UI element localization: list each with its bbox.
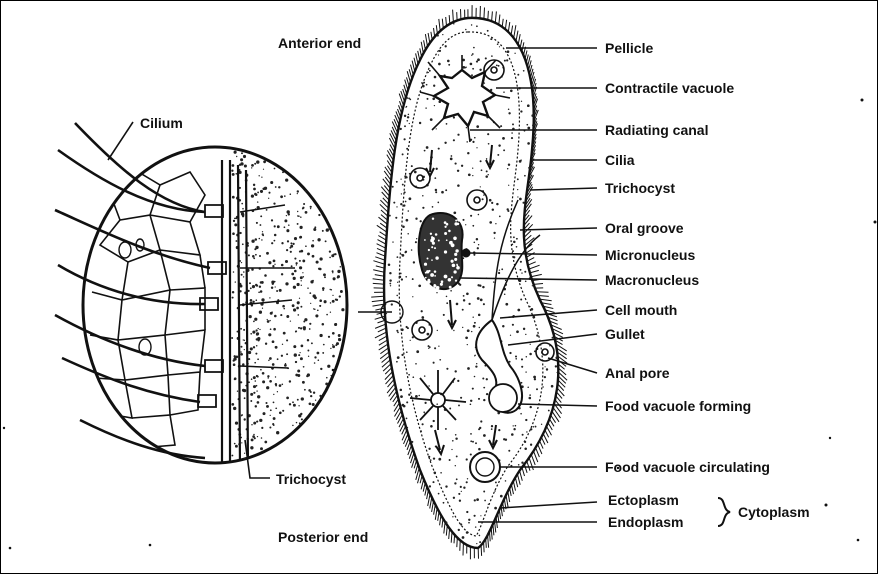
label-trichocyst-left: Trichocyst xyxy=(276,471,346,487)
label-trichocyst-right: Trichocyst xyxy=(605,180,675,196)
label-cilia: Cilia xyxy=(605,152,635,168)
cytoplasm-brace xyxy=(718,498,730,526)
label-micronucleus: Micronucleus xyxy=(605,247,695,263)
leader-oral-groove xyxy=(520,228,597,230)
label-food-vacuole-forming: Food vacuole forming xyxy=(605,398,751,414)
label-anal-pore: Anal pore xyxy=(605,365,670,381)
food-vacuole-forming xyxy=(489,384,517,412)
leader-cilium xyxy=(108,122,133,160)
label-food-vacuole-circulating: Food vacuole circulating xyxy=(605,459,770,475)
stippled-cytoplasm xyxy=(231,150,351,472)
label-macronucleus: Macronucleus xyxy=(605,272,699,288)
label-ectoplasm: Ectoplasm xyxy=(608,492,679,508)
label-radiating-canal: Radiating canal xyxy=(605,122,708,138)
label-oral-groove: Oral groove xyxy=(605,220,684,236)
label-gullet: Gullet xyxy=(605,326,645,342)
label-pellicle: Pellicle xyxy=(605,40,653,56)
label-cytoplasm: Cytoplasm xyxy=(738,504,810,520)
magnified-cortex-section xyxy=(55,123,351,471)
leader-trichocyst-right xyxy=(530,188,597,190)
label-cell-mouth: Cell mouth xyxy=(605,302,677,318)
label-cilium: Cilium xyxy=(140,115,183,131)
label-endoplasm: Endoplasm xyxy=(608,514,683,530)
leader-ectoplasm xyxy=(500,502,597,508)
food-vacuole-circulating xyxy=(470,452,500,482)
label-contractile-vacuole: Contractile vacuole xyxy=(605,80,734,96)
cortex-oval-outline xyxy=(83,147,347,463)
label-anterior-end: Anterior end xyxy=(278,35,361,51)
label-posterior-end: Posterior end xyxy=(278,529,368,545)
